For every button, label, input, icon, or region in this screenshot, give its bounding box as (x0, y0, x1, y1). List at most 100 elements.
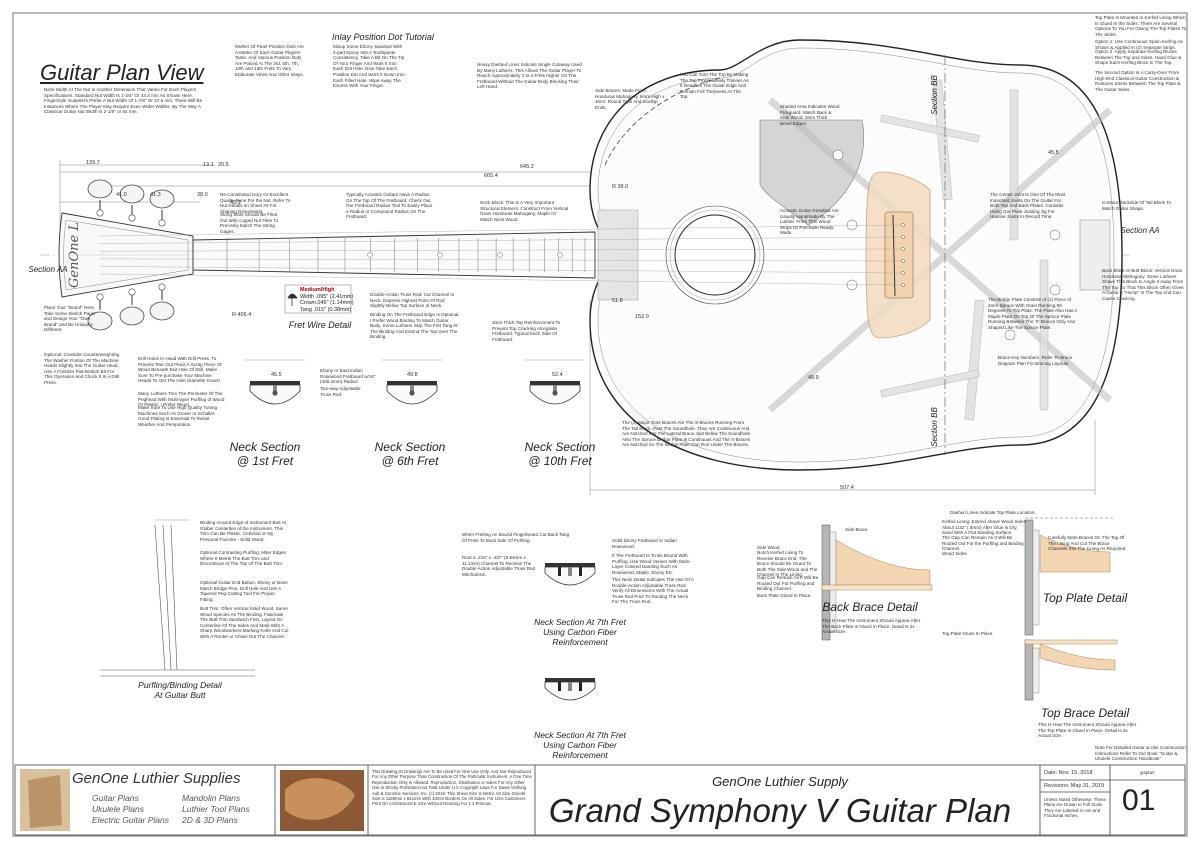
link-ukulele-plans[interactable]: Ukulele Plans (92, 804, 144, 814)
note-n22: Brace Key Numbers. Refer To Brace Diagra… (998, 355, 1073, 366)
dimension-d4: 20.5 (218, 162, 229, 168)
note-n7: Shaded Area Indicates Wood Pickguard. Ma… (780, 104, 840, 126)
purfling-line1: Purfling/Binding Detail (138, 680, 222, 690)
guitar-body (589, 39, 1123, 471)
string-line (99, 236, 901, 244)
note-n40: If The Fretboard Is To Be Bound With Pur… (612, 553, 691, 575)
note-n46: This Is How The Instrument Should Appear… (822, 618, 921, 635)
note-n20: Back Block or Butt Block: Vertical Grain… (1102, 268, 1184, 301)
dimension-d15: R 406.4 (232, 312, 252, 318)
link-mandolin-plans[interactable]: Mandolin Plans (182, 793, 241, 803)
neck-section-1-title: Neck Section @ 1st Fret (215, 440, 315, 468)
tuner-button (87, 179, 113, 199)
note-n36: Butt Trim: Often Vertical Solid Wood, Sa… (200, 606, 289, 639)
note-n3: Mixup Some Ebony Sawdust With 2-part Epo… (333, 44, 405, 89)
note-n25: Binding On The Fretboard Edge Is Optiona… (370, 312, 460, 340)
truss-rod-core (409, 390, 415, 396)
note-n39: Solid Ebony Fretboard or Indian Rosewood… (612, 538, 677, 549)
back-brace-drawing (821, 524, 933, 641)
note-n2: Mother Of Pearl Position Dots Are A Matt… (235, 44, 304, 77)
tuner-post (158, 283, 166, 291)
note-n15: Typically Acoustic Guitars Have A Radius… (346, 192, 433, 220)
note-n19: Contour Backside Of Tail Block To Match … (1102, 200, 1172, 211)
top-plate-title: Top Plate Detail (1042, 591, 1128, 605)
fret-wire-crown: Crown.045" (1.14mm) (300, 300, 354, 306)
fretboard-slice (530, 381, 580, 385)
note-n8: Top Plate Is Mounted In Kerfed Lining Wh… (1095, 15, 1187, 37)
note-n48: Dashed Lines Indicate Top Plate Location… (950, 510, 1036, 515)
carbon-2-line3: Reinforcement (552, 750, 608, 760)
carbon-fretboard (545, 678, 595, 682)
note-n6: You Can Turn The Top By Making The Top P… (680, 72, 749, 100)
carbon-rod (558, 567, 561, 576)
note-n13: Re-Constituted Ivory Or Excellent Qualit… (220, 192, 291, 214)
note-n35: Optional Guitar End Button. Ebony or Bon… (200, 580, 288, 602)
note-n32: Two-way Adjustable Truss Rod (320, 386, 361, 397)
inlay-title: Inlay Position Dot Tutorial (332, 32, 434, 42)
section-aa-right: Section AA (1120, 226, 1160, 235)
note-n31: Ebony or East Indian Rosewood Fretboard … (320, 368, 376, 385)
truss-rod (410, 385, 414, 394)
note-n29: Many Luthiers Trim The Perimeter Of The … (138, 391, 225, 408)
truss-rod (553, 385, 557, 394)
neck-section-6-line2: @ 6th Fret (381, 454, 439, 468)
fretboard-slice (250, 381, 300, 385)
link-electric-guitar-plans[interactable]: Electric Guitar Plans (92, 815, 169, 825)
truss-rod (273, 385, 277, 394)
dimension-d3: 13.1 (203, 162, 214, 168)
carbon-rod (579, 567, 582, 576)
tuner-button (149, 189, 175, 209)
dimension-d17: 51.8 (612, 298, 623, 304)
back-brace-title: Back Brace Detail (822, 600, 918, 614)
dimension-d11: 45.5 (271, 372, 282, 378)
link-luthier-tool-plans[interactable]: Luthier Tool Plans (182, 804, 250, 814)
link-guitar-plans[interactable]: Guitar Plans (92, 793, 139, 803)
note-n26: 3mm Thick Top Reinforcement To Prevent T… (492, 320, 561, 342)
tuner-group (87, 179, 175, 331)
note-n47: Side Brace (845, 527, 868, 532)
note-n5: Side Braces: Made From Honduras Mahogany… (595, 88, 665, 110)
dimension-d12: 49.8 (407, 372, 418, 378)
truss-rod (568, 567, 572, 576)
note-n37: When Fretting An Bound Fingerboard Cut B… (462, 532, 570, 543)
neck (192, 231, 596, 279)
carbon-fretboard (545, 563, 595, 567)
sheet-number: 01 (1122, 784, 1156, 817)
dimension-d10: 43.2 (230, 200, 241, 206)
string-line (99, 273, 901, 286)
note-n52: Carefully Mark Braces On The Top Of The … (1048, 535, 1127, 552)
dimension-d8: 645.2 (520, 164, 534, 170)
author-tag: gisplan (1140, 770, 1155, 775)
note-n4: Heavy Dashed Lines Indicate Single Cutaw… (477, 62, 582, 90)
section-aa-left: Section AA (28, 265, 68, 274)
neck-section-6-title: Neck Section @ 6th Fret (360, 440, 460, 468)
plan-date: Date: Nov. 15, 2018 (1044, 770, 1093, 776)
note-n30: Make Sure To Use High Quality Tuning Mac… (138, 405, 218, 427)
note-n45: Back Plate Glued In Place. (757, 593, 812, 598)
note-n41: This Neck Detail Indicates The Use Of A … (612, 577, 694, 605)
note-n43: Notch Kerfed Lining To Receive Brace End… (757, 550, 818, 578)
carbon-2-line2: Using Carbon Fiber (543, 740, 617, 750)
string-line (99, 248, 901, 252)
carbon-neck-sections (544, 563, 596, 701)
link-2d-3d-plans[interactable]: 2D & 3D Plans (182, 815, 238, 825)
fret-wire-profile (284, 284, 352, 314)
dimension-d13: 52.4 (552, 372, 563, 378)
plan-revisions: Revisions: May 31, 2019 (1044, 783, 1105, 789)
note-n1: Neck Width At The Nut Is Another Dimensi… (44, 87, 203, 115)
company-name: GenOne Luthier Supply (712, 774, 848, 789)
carbon-rod (558, 682, 561, 691)
note-n12: Place Your "Brand" Here. Take Some Sketc… (44, 305, 96, 333)
carbon-1-line2: Using Carbon Fiber (543, 627, 617, 637)
purfling-line2: At Guitar Butt (154, 690, 206, 700)
purfling-detail (100, 519, 255, 677)
fret-wire-tang: Tang .015" (0.38mm) (300, 306, 352, 313)
neck-section-10-line2: @ 10th Fret (528, 454, 592, 468)
brand-name: GenOne Luthier Supplies (72, 770, 241, 787)
tuner-post (96, 209, 104, 217)
carbon-1-line3: Reinforcement (552, 637, 608, 647)
section-bb-bottom: Section BB (930, 407, 939, 447)
note-n14: String Slots Should Be Filed Out With Ca… (220, 212, 279, 234)
note-n28: Drill Holes In Head With Drill Press. To… (138, 356, 222, 384)
